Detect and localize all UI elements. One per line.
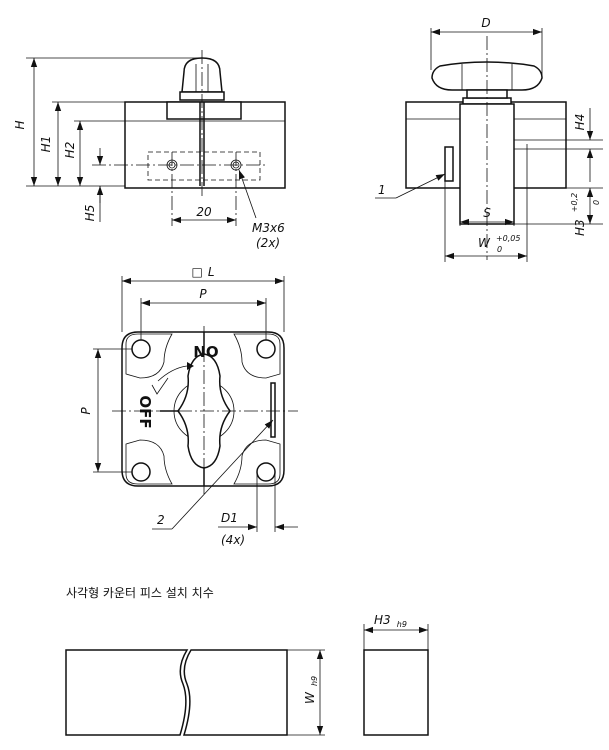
counter-piece-side: W h9: [65, 649, 325, 736]
dim-H3-cutout: H3 h9: [363, 609, 429, 650]
dim-D: D: [430, 16, 543, 76]
dim-D1-label: D1: [221, 511, 238, 525]
mounting-hole: [256, 339, 276, 359]
mounting-hole: [256, 462, 276, 482]
switch-off-label: OFF: [136, 395, 154, 428]
callout-1-label: 1: [378, 183, 386, 197]
dim-L-label: □ L: [191, 261, 214, 280]
dim-H5-label: H5: [83, 205, 97, 222]
dim-S-label: S: [483, 206, 491, 220]
callout-1: 1: [375, 173, 446, 199]
dim-P-horizontal-label: P: [199, 287, 207, 301]
side-view: D H4 H3 +0,2 0 S: [375, 16, 603, 262]
thread-callout: M3x6 (2x): [238, 169, 285, 250]
dim-H3-label: H3 +0,2: [569, 193, 588, 236]
dim-H5: H5: [83, 148, 104, 222]
dim-H3-tol-lower: 0: [592, 200, 601, 205]
mounting-hole: [131, 462, 151, 482]
mounting-hole: [131, 339, 151, 359]
dim-H2-label: H2: [63, 142, 77, 159]
top-view-plate: [121, 331, 285, 487]
dim-L: □ L: [121, 261, 285, 332]
callout-2: 2: [152, 419, 274, 530]
dim-D1: D1 (4x): [218, 472, 298, 547]
dim-hole-spacing: 20: [172, 205, 236, 224]
dim-W-tol-lower: 0: [497, 245, 502, 254]
dim-H3-cutout-label: H3 h9: [374, 609, 407, 629]
dim-H1: H1: [39, 102, 62, 186]
callout-2-label: 2: [157, 513, 165, 527]
top-view: ON OFF □ L P P: [79, 261, 298, 547]
front-view-body: [124, 101, 286, 189]
dim-H3: H3 +0,2 0: [514, 187, 603, 236]
dim-H1-label: H1: [39, 136, 53, 153]
dim-H4-label: H4: [573, 114, 587, 131]
dim-H: H: [13, 58, 38, 186]
dim-H4: H4: [514, 108, 603, 182]
dim-W: W +0,05 0: [444, 144, 528, 262]
front-view: H H1 H2 H5 20 M3x6 (2x): [13, 50, 286, 250]
dim-H2: H2: [63, 121, 84, 186]
dim-hole-spacing-label: 20: [196, 205, 212, 219]
dim-P-vertical: P: [79, 348, 132, 473]
dim-D-label: D: [481, 16, 490, 30]
thread-label: M3x6: [252, 221, 285, 235]
mounting-hole-bosses: [125, 333, 281, 485]
direction-arrow: [151, 362, 194, 395]
dim-W-cutout: W h9: [287, 649, 325, 736]
dim-P-vertical-label: P: [79, 407, 93, 415]
dim-P-horizontal: P: [140, 287, 267, 340]
cutout-section-title: 사각형 카운터 피스 설치 치수: [66, 586, 214, 600]
dim-W-cutout-label: W h9: [299, 676, 319, 704]
switch-on-label: ON: [193, 342, 218, 360]
indicator-slot: [270, 382, 276, 438]
dim-W-label: W +0,05: [478, 232, 520, 251]
dim-S: S: [459, 206, 515, 226]
dim-D1-count: (4x): [221, 533, 245, 547]
dim-H-label: H: [13, 120, 27, 129]
counter-piece-end: H3 h9: [363, 609, 429, 736]
thread-count-label: (2x): [256, 236, 280, 250]
